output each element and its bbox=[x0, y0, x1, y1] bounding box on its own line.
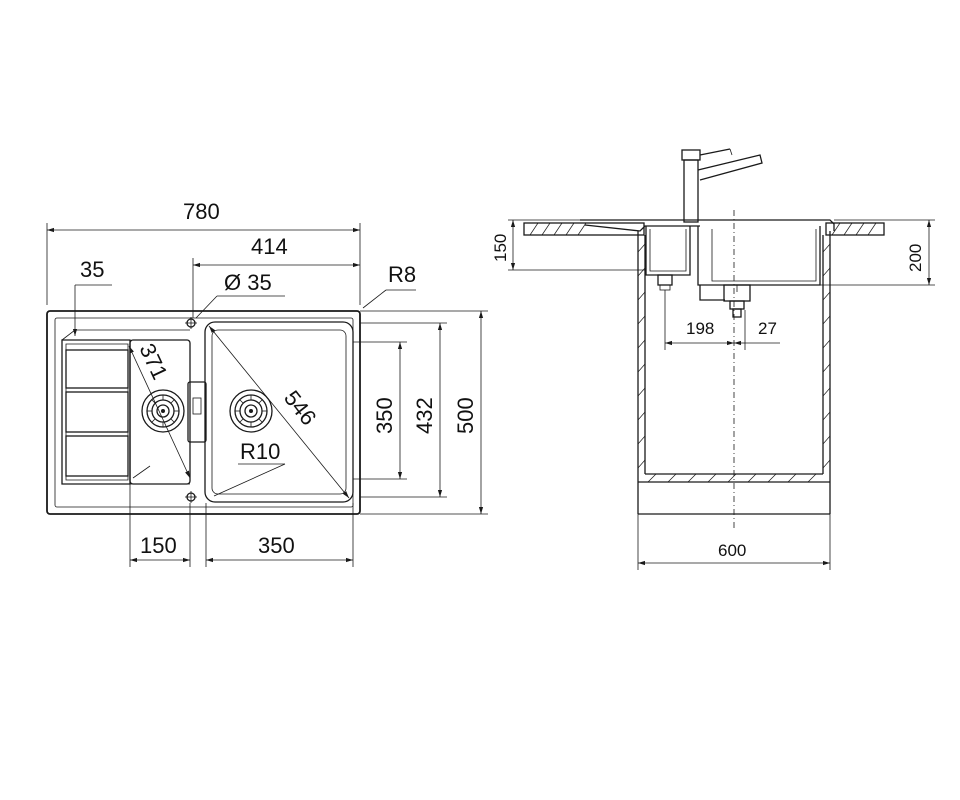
tap-hole-diameter-label: Ø 35 bbox=[224, 270, 272, 295]
worktop-right bbox=[825, 222, 885, 236]
drainer-width-label: 150 bbox=[140, 533, 177, 558]
overall-depth-label: 500 bbox=[453, 397, 478, 434]
waste-trap bbox=[699, 284, 751, 318]
bowl-depth-label: 350 bbox=[372, 397, 397, 434]
drainer-offset-label: 35 bbox=[80, 257, 104, 282]
bowl-radius-label: R10 bbox=[240, 439, 280, 464]
side-view: 150 200 198 27 600 bbox=[491, 148, 935, 570]
tap bbox=[681, 148, 763, 223]
inner-depth-label: 432 bbox=[412, 397, 437, 434]
bowl-section-width-label: 414 bbox=[251, 234, 288, 259]
cabinet bbox=[637, 231, 831, 515]
drainer bbox=[61, 329, 190, 485]
sink-outline bbox=[46, 310, 361, 515]
bowl-height-label: 200 bbox=[906, 244, 925, 272]
drain-offset-left-label: 198 bbox=[686, 319, 714, 338]
drainer-diagonal-label: 371 bbox=[134, 340, 172, 384]
overflow-slot bbox=[187, 381, 207, 443]
outer-radius-label: R8 bbox=[388, 262, 416, 287]
bowl-diagonal-label: 546 bbox=[279, 386, 321, 430]
sink-height-label: 150 bbox=[491, 234, 510, 262]
overall-width-label: 780 bbox=[183, 199, 220, 224]
top-view: 371 546 R10 780 414 Ø 35 R8 35 bbox=[46, 199, 488, 567]
cabinet-width-label: 600 bbox=[718, 541, 746, 560]
drain-offset-right-label: 27 bbox=[758, 319, 777, 338]
bowl-width-label: 350 bbox=[258, 533, 295, 558]
worktop-left bbox=[523, 222, 645, 236]
